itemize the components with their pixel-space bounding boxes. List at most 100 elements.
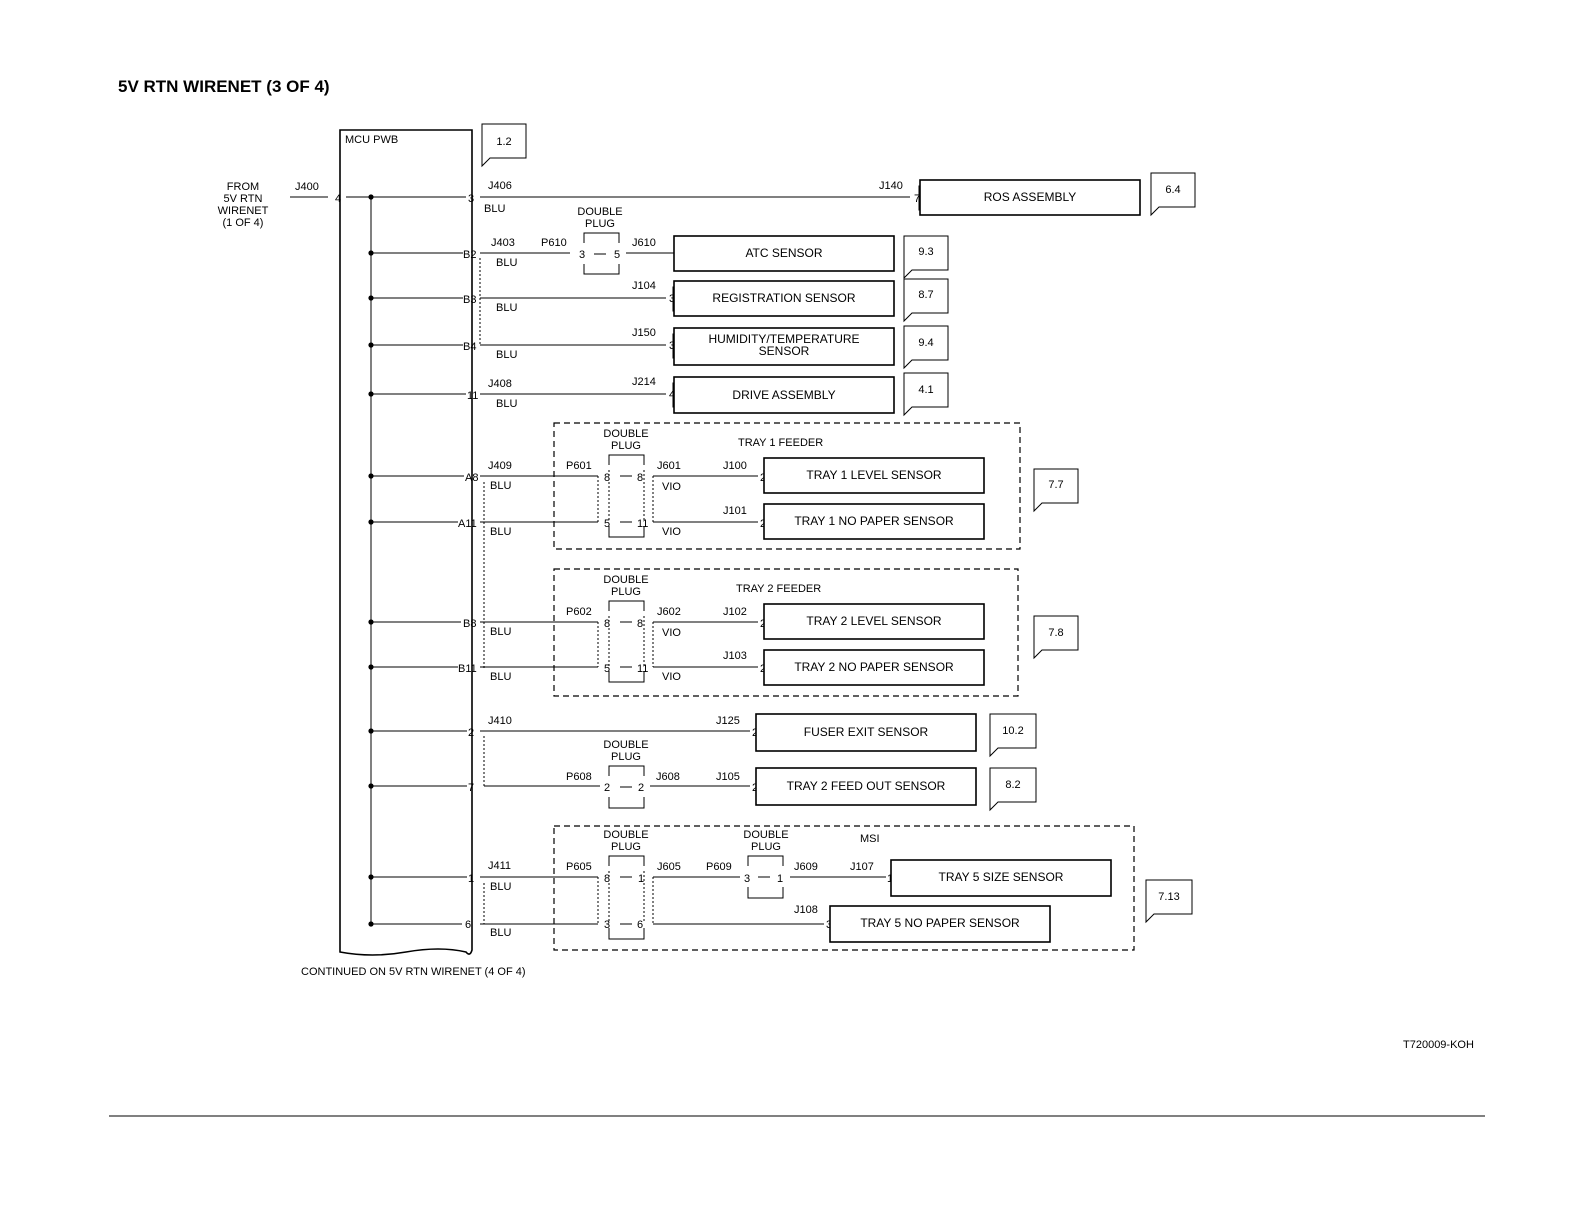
svg-text:A8: A8 [465,472,478,484]
svg-text:2: 2 [760,663,766,675]
svg-text:2: 2 [752,727,758,739]
svg-text:3: 3 [604,919,610,931]
svg-text:TRAY 1 NO PAPER SENSOR: TRAY 1 NO PAPER SENSOR [794,514,954,528]
svg-text:2: 2 [760,518,766,530]
svg-text:PLUG: PLUG [585,218,615,230]
svg-text:DOUBLE: DOUBLE [603,428,648,440]
svg-text:A11: A11 [458,518,477,530]
svg-text:BLU: BLU [496,349,517,361]
svg-text:J104: J104 [632,280,656,292]
svg-text:BLU: BLU [490,671,511,683]
svg-text:PLUG: PLUG [611,751,641,763]
svg-text:10.2: 10.2 [1002,725,1023,737]
svg-text:3: 3 [744,873,750,885]
svg-text:BLU: BLU [490,626,511,638]
svg-text:3: 3 [826,919,832,931]
svg-text:ATC SENSOR: ATC SENSOR [745,246,822,260]
svg-text:BLU: BLU [490,927,511,939]
svg-text:11: 11 [637,518,648,530]
svg-text:J409: J409 [488,460,512,472]
fuser-exit-sensor-box [755,713,977,752]
tray2-feed-out-sensor-box [755,767,977,806]
svg-text:FROM: FROM [227,181,259,193]
tray5-size-sensor-box [890,859,1112,897]
j400-pin: 4 [335,193,341,205]
svg-text:VIO: VIO [662,627,681,639]
svg-text:2: 2 [604,782,610,794]
svg-text:TRAY 5 NO PAPER SENSOR: TRAY 5 NO PAPER SENSOR [860,916,1020,930]
svg-text:BLU: BLU [484,203,505,215]
svg-text:1: 1 [638,873,644,885]
svg-text:9.4: 9.4 [918,337,933,349]
svg-text:ROS ASSEMBLY: ROS ASSEMBLY [984,190,1076,204]
svg-text:8: 8 [604,472,610,484]
mcu-label: MCU PWB [345,134,398,146]
svg-text:WIRENET: WIRENET [218,205,269,217]
continued-label: CONTINUED ON 5V RTN WIRENET (4 OF 4) [301,966,526,978]
figure-id: T720009-KOH [1403,1039,1474,1051]
svg-text:6: 6 [637,919,643,931]
svg-text:J125: J125 [716,715,740,727]
svg-text:8: 8 [637,472,643,484]
svg-text:VIO: VIO [662,526,681,538]
svg-text:3: 3 [669,293,675,305]
svg-text:PLUG: PLUG [611,440,641,452]
svg-text:P608: P608 [566,771,592,783]
svg-text:3: 3 [669,340,675,352]
svg-text:J410: J410 [488,715,512,727]
tray5-no-paper-sensor-box [829,905,1051,943]
svg-text:2: 2 [760,618,766,630]
svg-text:BLU: BLU [496,257,517,269]
mcu-ref-flag: 1.2 [481,123,527,168]
tray1-level-sensor-box [763,457,985,494]
svg-text:3: 3 [579,249,585,261]
svg-text:TRAY 2 NO PAPER SENSOR: TRAY 2 NO PAPER SENSOR [794,660,954,674]
drive-assembly-box [673,376,895,414]
svg-text:8.2: 8.2 [1005,779,1020,791]
svg-text:TRAY 1 FEEDER: TRAY 1 FEEDER [738,437,823,449]
from-label: FROM 5V RTN WIRENET (1 OF 4) [218,181,269,229]
svg-text:HUMIDITY/TEMPERATURE: HUMIDITY/TEMPERATURE [708,332,859,346]
svg-text:J107: J107 [850,861,874,873]
svg-text:J214: J214 [632,376,656,388]
svg-text:11: 11 [637,663,648,675]
registration-sensor-box [673,280,895,317]
svg-text:11: 11 [467,390,478,402]
svg-text:2: 2 [760,472,766,484]
svg-text:J101: J101 [723,505,747,517]
svg-text:MSI: MSI [860,833,880,845]
mcu-pwb-board: MCU PWB [339,129,473,956]
ros-row: 3 J406 BLU J140 7 ROS ASSEMBLY 6.4 [368,172,1196,217]
svg-text:B8: B8 [463,618,476,630]
svg-text:2: 2 [638,782,644,794]
svg-text:1.2: 1.2 [496,136,511,148]
svg-text:TRAY 5 SIZE SENSOR: TRAY 5 SIZE SENSOR [939,870,1064,884]
svg-text:1: 1 [777,873,783,885]
svg-text:3: 3 [468,193,474,205]
svg-text:BLU: BLU [490,526,511,538]
feedout-row: 7 P608 DOUBLE PLUG 2 2 J608 J105 2 TRAY … [368,736,1037,812]
svg-text:8.7: 8.7 [918,289,933,301]
svg-text:P605: P605 [566,861,592,873]
svg-text:8: 8 [637,618,643,630]
j400-label: J400 [295,181,319,193]
atc-row: B2 J403 BLU P610 DOUBLE PLUG 3 5 J610 AT… [368,206,949,280]
tray2-feeder-group: TRAY 2 FEEDER DOUBLE PLUG B8 BLU P602 8 … [368,568,1079,697]
svg-text:1: 1 [468,873,474,885]
tray1-feeder-group: TRAY 1 FEEDER DOUBLE PLUG A8 J409 BLU P6… [368,422,1079,550]
svg-text:2: 2 [752,782,758,794]
svg-text:J102: J102 [723,606,747,618]
svg-text:7: 7 [914,193,920,205]
svg-text:7.13: 7.13 [1158,891,1179,903]
svg-text:BLU: BLU [490,480,511,492]
svg-text:J140: J140 [879,180,903,192]
svg-text:J601: J601 [657,460,681,472]
svg-text:J609: J609 [794,861,818,873]
svg-text:8: 8 [604,873,610,885]
svg-text:PLUG: PLUG [611,841,641,853]
svg-text:REGISTRATION SENSOR: REGISTRATION SENSOR [712,291,855,305]
svg-text:DOUBLE: DOUBLE [577,206,622,218]
svg-text:TRAY 2 LEVEL SENSOR: TRAY 2 LEVEL SENSOR [806,614,941,628]
svg-text:J602: J602 [657,606,681,618]
svg-text:8: 8 [604,618,610,630]
